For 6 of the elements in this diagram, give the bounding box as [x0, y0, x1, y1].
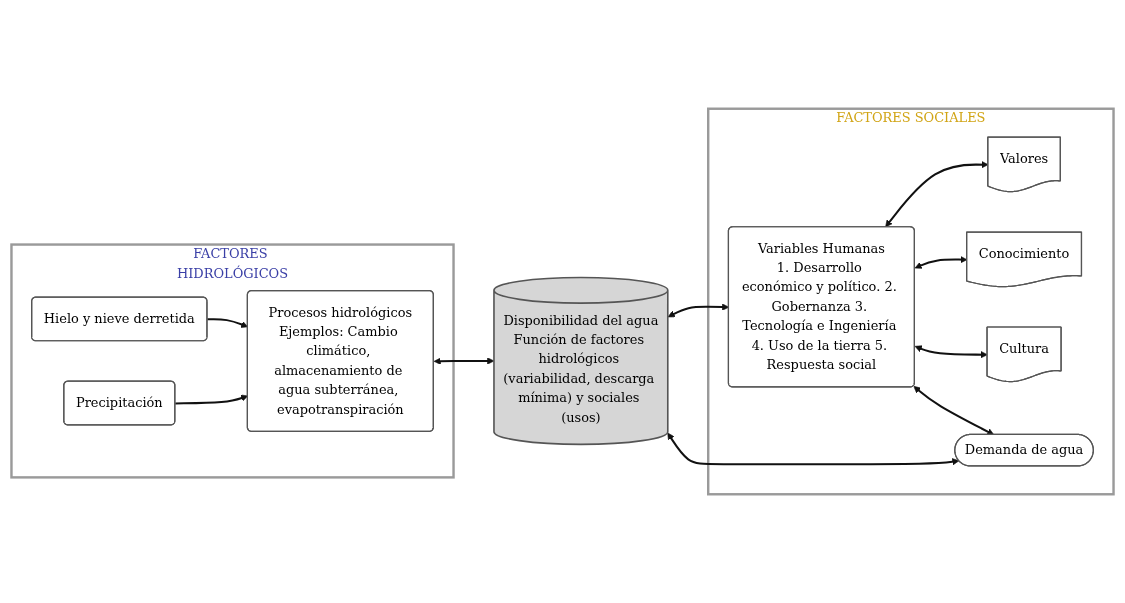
arrow	[433, 357, 495, 365]
arrow	[914, 345, 988, 359]
arrow	[914, 256, 968, 269]
arrow	[667, 432, 960, 466]
arrow	[913, 386, 995, 436]
arrow	[885, 161, 989, 228]
